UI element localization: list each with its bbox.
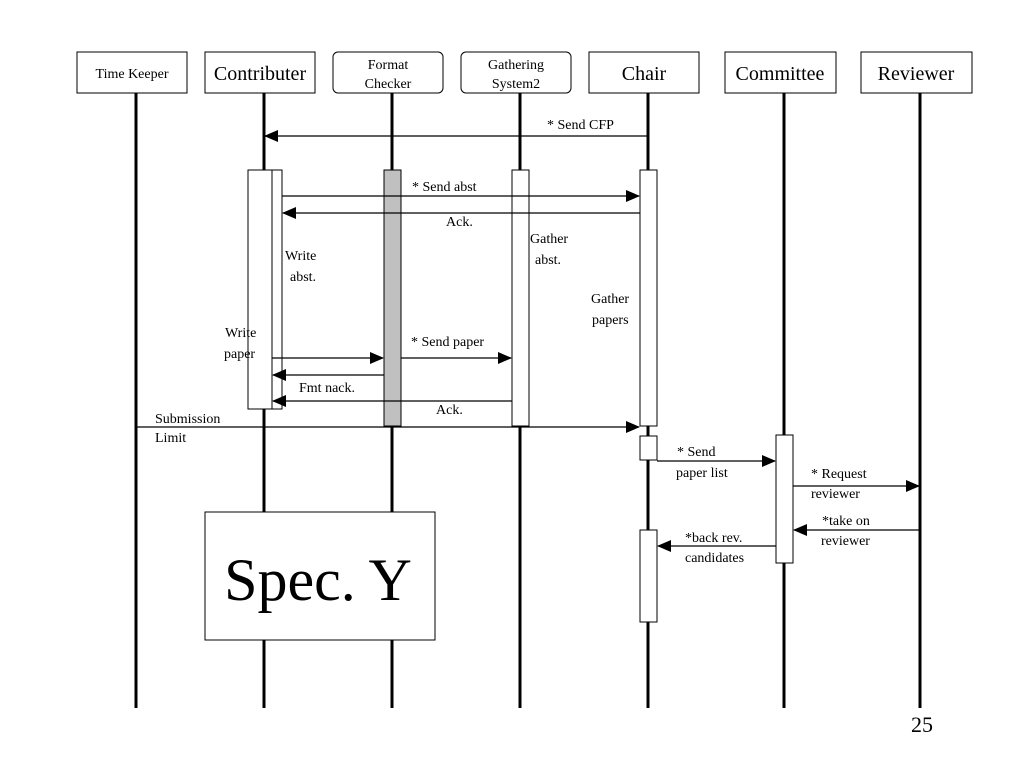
message-take-on-reviewer-line2: reviewer: [821, 534, 870, 549]
message-back-rev-candidates: *back rev. candidates: [657, 531, 776, 566]
message-fmt-nack-label: Fmt nack.: [299, 381, 355, 396]
note-write-paper: Write paper: [224, 326, 256, 362]
activation-contributer-outer: [247, 169, 273, 410]
message-ack-paper: Ack.: [272, 395, 512, 418]
message-ack-abst-label: Ack.: [446, 215, 473, 230]
message-take-on-reviewer-line1: *take on: [822, 514, 870, 529]
message-back-rev-candidates-line1: *back rev.: [685, 531, 742, 546]
note-gather-abst: Gather abst.: [530, 232, 568, 268]
message-send-abst: * Send abst: [282, 180, 640, 202]
message-ack-paper-label: Ack.: [436, 403, 463, 418]
message-send-paper-list-line1: * Send: [677, 445, 716, 460]
message-back-rev-candidates-line2: candidates: [685, 551, 744, 566]
message-send-abst-label: * Send abst: [412, 180, 477, 195]
message-submission-limit-line2: Limit: [155, 431, 186, 446]
activation-chair-3: [639, 529, 658, 623]
note-write-paper-line1: Write: [225, 326, 256, 341]
message-fmt-nack: Fmt nack.: [272, 369, 384, 396]
actor-format-checker-line1: Format: [368, 58, 409, 73]
message-take-on-reviewer: *take on reviewer: [793, 514, 920, 549]
note-gather-abst-line1: Gather: [530, 232, 568, 247]
actor-contributer: Contributer: [204, 51, 316, 94]
activation-chair-1: [639, 169, 658, 427]
spec-box: Spec. Y: [204, 511, 436, 641]
actor-time-keeper-label: Time Keeper: [96, 67, 169, 82]
activation-chair-2: [639, 435, 658, 461]
actor-time-keeper: Time Keeper: [76, 51, 188, 94]
actor-format-checker-line2: Checker: [365, 77, 412, 92]
activation-gathering-system: [511, 169, 530, 427]
activation-contributer-inner: [271, 169, 283, 410]
message-send-paper-list: * Send paper list: [657, 445, 776, 481]
note-write-abst-line1: Write: [285, 249, 316, 264]
actor-reviewer: Reviewer: [860, 51, 973, 94]
actor-format-checker: Format Checker: [332, 51, 444, 94]
actor-reviewer-label: Reviewer: [878, 63, 955, 85]
note-gather-papers-line2: papers: [592, 313, 629, 328]
message-request-reviewer: * Request reviewer: [793, 467, 920, 502]
spec-label: Spec. Y: [224, 547, 412, 613]
actor-committee: Committee: [724, 51, 837, 94]
note-write-abst-line2: abst.: [290, 270, 316, 285]
actor-chair: Chair: [588, 51, 700, 94]
actor-gathering-system-line1: Gathering: [488, 58, 544, 73]
message-send-paper-list-line2: paper list: [676, 466, 728, 481]
message-submission-limit-line1: Submission: [155, 412, 220, 427]
actor-committee-label: Committee: [736, 63, 825, 85]
message-send-paper-label: * Send paper: [411, 335, 484, 350]
actor-gathering-system-line2: System2: [492, 77, 540, 92]
message-request-reviewer-line1: * Request: [811, 467, 867, 482]
message-ack-abst: Ack.: [282, 207, 640, 230]
note-write-abst: Write abst.: [285, 249, 316, 285]
actor-chair-label: Chair: [622, 63, 667, 85]
message-submission-limit: Submission Limit: [136, 412, 640, 446]
activation-committee: [775, 434, 794, 564]
actor-contributer-label: Contributer: [214, 63, 307, 85]
note-gather-papers: Gather papers: [591, 292, 629, 328]
activation-format-checker: [383, 169, 402, 427]
message-send-paper: * Send paper: [401, 335, 512, 364]
message-request-reviewer-line2: reviewer: [811, 487, 860, 502]
page-number: 25: [911, 712, 933, 737]
note-write-paper-line2: paper: [224, 347, 255, 362]
note-gather-papers-line1: Gather: [591, 292, 629, 307]
note-gather-abst-line2: abst.: [535, 253, 561, 268]
actor-gathering-system: Gathering System2: [460, 51, 572, 94]
message-send-cfp-label: * Send CFP: [547, 118, 614, 133]
message-send-cfp: * Send CFP: [264, 118, 648, 142]
